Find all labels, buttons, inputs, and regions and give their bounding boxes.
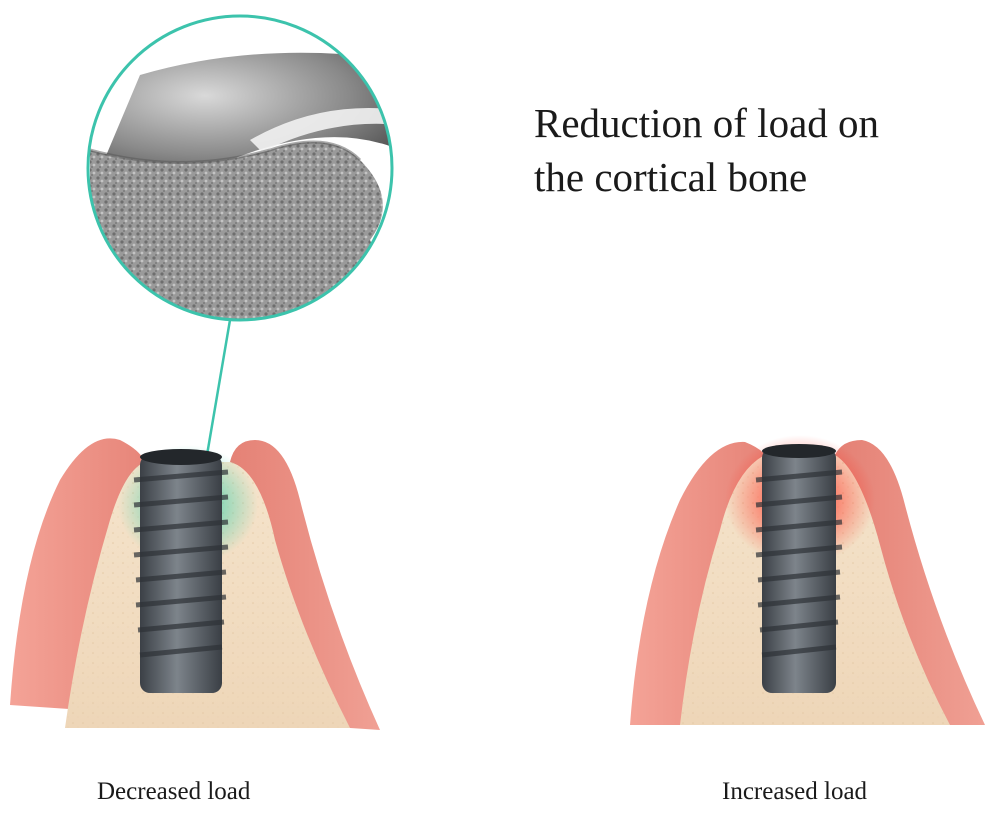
increased-load-caption: Increased load [722,778,867,806]
left-implant [134,449,228,693]
callout-pointer [207,320,230,455]
headline-line-2: the cortical bone [534,150,954,204]
magnified-view [80,10,400,455]
right-implant [756,444,842,693]
headline-line-1: Reduction of load on [534,96,954,150]
headline: Reduction of load on the cortical bone [534,96,954,204]
left-implant-model [10,438,380,730]
right-implant-model [630,435,985,725]
decreased-load-caption: Decreased load [97,778,250,806]
